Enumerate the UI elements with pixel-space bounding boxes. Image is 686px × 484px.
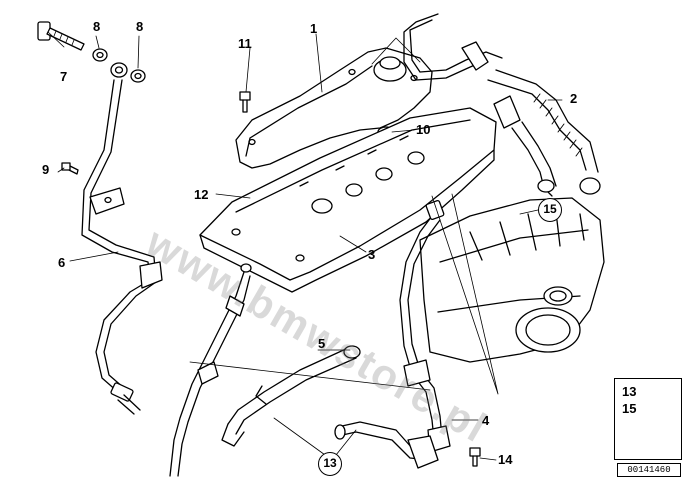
diagram-id-label: 00141460 bbox=[617, 463, 681, 477]
callout-9: 9 bbox=[42, 162, 50, 177]
intake-manifold bbox=[419, 197, 605, 363]
callout-11: 12 bbox=[194, 187, 209, 202]
callout-10: 10 bbox=[416, 122, 431, 137]
callout-7: 7 bbox=[60, 69, 68, 84]
cover-part-1 bbox=[235, 47, 433, 169]
callout-1: 1 bbox=[310, 21, 318, 36]
washer-part-8a bbox=[92, 48, 108, 62]
callout-12: 11 bbox=[238, 36, 252, 51]
legend-item-13: 13 bbox=[622, 384, 637, 399]
bolt-part-14 bbox=[469, 447, 481, 467]
bolt-part-7 bbox=[37, 21, 85, 51]
bolt-part-9 bbox=[61, 162, 79, 175]
callout-2: 2 bbox=[570, 91, 578, 106]
pipe-part-6 bbox=[81, 62, 163, 415]
washer-part-8b bbox=[130, 69, 146, 83]
callout-8b: 8 bbox=[136, 19, 144, 34]
callout-5: 5 bbox=[318, 336, 326, 351]
legend-item-15: 15 bbox=[622, 401, 637, 416]
callout-3: 3 bbox=[368, 247, 376, 262]
callout-6: 6 bbox=[58, 255, 66, 270]
tube-part-5 bbox=[169, 263, 361, 477]
callout-4: 4 bbox=[482, 413, 490, 428]
callout-8a: 8 bbox=[93, 19, 101, 34]
circle-13: 13 bbox=[318, 452, 342, 476]
legend-box bbox=[614, 378, 682, 460]
callout-14: 14 bbox=[498, 452, 513, 467]
pipe-part-4 bbox=[334, 200, 451, 469]
hose-part-2 bbox=[403, 13, 601, 197]
bolt-part-12 bbox=[239, 91, 251, 113]
head-cover-part-3 bbox=[199, 107, 497, 293]
circle-15: 15 bbox=[538, 198, 562, 222]
